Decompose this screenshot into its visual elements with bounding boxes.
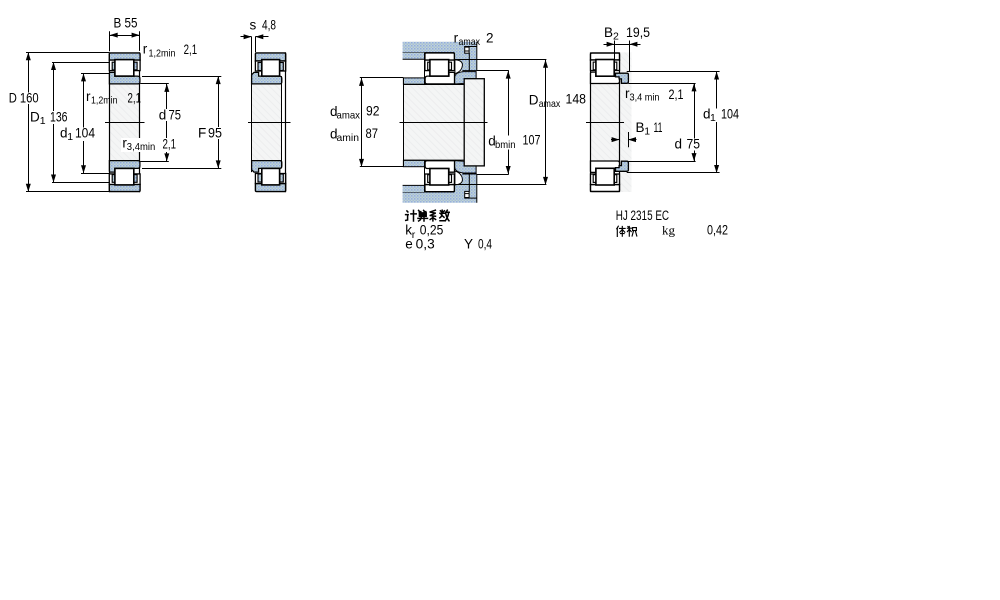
svg-text:3,4min: 3,4min [127,141,156,153]
svg-text:B 55: B 55 [114,16,138,31]
svg-text:2,1: 2,1 [163,137,177,152]
svg-text:1: 1 [67,131,73,143]
svg-text:1,2min: 1,2min [149,48,176,60]
svg-text:1: 1 [710,112,716,124]
svg-text:s: s [250,17,257,32]
svg-text:2: 2 [613,31,619,43]
svg-text:e: e [405,236,413,251]
svg-text:2,1: 2,1 [184,42,198,57]
svg-text:k: k [405,223,412,238]
svg-text:kg: kg [662,223,676,238]
svg-text:amax: amax [337,110,361,122]
svg-text:1: 1 [644,126,650,138]
svg-text:2,1: 2,1 [669,87,684,102]
svg-text:0,42: 0,42 [707,223,728,238]
svg-text:95: 95 [208,126,222,141]
svg-text:d: d [488,134,496,149]
svg-text:D 160: D 160 [9,91,39,106]
svg-text:d: d [159,108,167,123]
svg-text:136: 136 [50,109,68,124]
svg-text:r: r [412,229,416,241]
svg-text:d: d [330,104,338,119]
svg-text:amin: amin [337,132,360,144]
svg-text:2: 2 [486,31,494,46]
svg-text:r: r [625,86,630,101]
svg-text:107: 107 [523,133,541,148]
svg-text:0,4: 0,4 [478,236,492,251]
svg-text:r: r [143,42,148,57]
svg-text:amax: amax [539,98,561,110]
svg-text:92: 92 [366,104,380,119]
svg-text:75: 75 [169,108,182,123]
svg-text:19,5: 19,5 [626,25,650,40]
svg-text:d: d [703,107,711,122]
svg-text:D: D [30,109,40,124]
svg-text:r: r [122,136,127,151]
svg-text:1,2min: 1,2min [91,95,118,107]
svg-text:75: 75 [687,137,701,152]
svg-text:HJ 2315 EC: HJ 2315 EC [616,208,670,223]
svg-text:4,8: 4,8 [262,18,276,33]
svg-text:2,1: 2,1 [128,91,142,106]
svg-text:0,3: 0,3 [416,236,435,251]
svg-text:d: d [330,127,338,142]
svg-text:B: B [636,120,645,135]
svg-text:amax: amax [459,36,481,48]
svg-text:d: d [675,137,683,152]
svg-text:148: 148 [566,92,587,107]
svg-text:87: 87 [366,126,379,141]
svg-text:1: 1 [40,115,46,127]
svg-text:bmin: bmin [495,139,516,151]
svg-text:D: D [529,93,539,108]
svg-text:104: 104 [75,126,95,141]
svg-text:B: B [604,25,613,40]
svg-text:r: r [86,89,91,104]
svg-text:F: F [198,126,206,141]
svg-text:0,25: 0,25 [420,223,444,238]
svg-text:104: 104 [721,107,739,122]
svg-text:r: r [454,31,459,46]
svg-text:3,4 min: 3,4 min [630,92,660,104]
svg-text:11: 11 [654,120,663,135]
svg-text:Y: Y [464,236,473,251]
svg-text:d: d [60,126,68,141]
